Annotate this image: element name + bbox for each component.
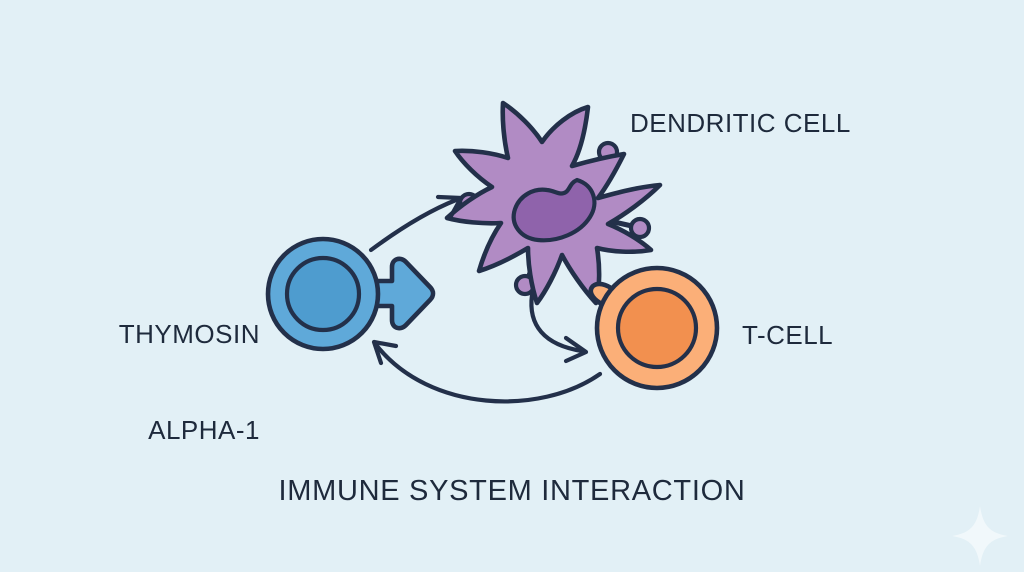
label-thymosin-alpha-1: THYMOSIN ALPHA-1	[60, 256, 260, 510]
arrow-thymosin-to-dendritic	[368, 194, 464, 253]
diagram-title: IMMUNE SYSTEM INTERACTION	[278, 475, 746, 507]
thymosin-nucleus	[284, 255, 362, 333]
label-thymosin-line2: ALPHA-1	[148, 414, 260, 445]
label-t-cell: T-CELL	[742, 320, 834, 350]
sparkle-icon	[952, 506, 1008, 566]
arrow-tcell-to-thymosin	[371, 339, 603, 404]
arrow-dendritic-to-tcell	[529, 292, 589, 364]
t-cell-nucleus	[615, 286, 699, 370]
t-cell[interactable]	[588, 265, 720, 391]
label-dendritic-cell: DENDRITIC CELL	[630, 108, 851, 138]
thymosin-arrow-protrusion	[345, 256, 436, 331]
dendritic-cell-nucleus	[511, 177, 597, 243]
t-cell-knob	[588, 281, 617, 306]
thymosin-alpha-1-cell[interactable]	[265, 236, 436, 352]
dendritic-cell[interactable]	[444, 100, 663, 306]
label-thymosin-line1: THYMOSIN	[118, 319, 260, 350]
